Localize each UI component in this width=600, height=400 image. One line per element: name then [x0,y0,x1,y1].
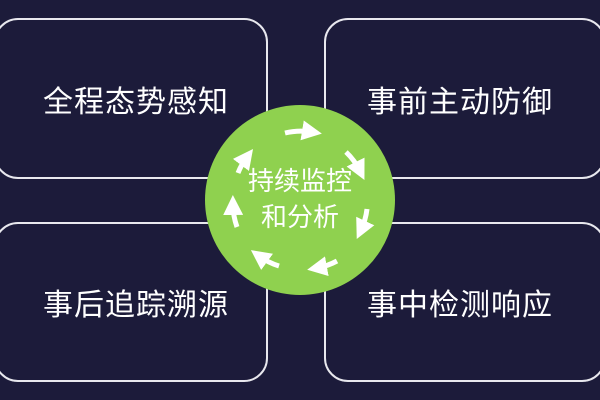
card-traceback: 事后追踪溯源 [0,222,268,382]
card-proactive-defense: 事前主动防御 [324,18,600,179]
hub-label-line2: 和分析 [260,203,339,233]
center-hub: 持续监控 和分析 [205,105,395,295]
hub-label-line1: 持续监控 [247,167,352,197]
card-label: 事后追踪溯源 [43,288,229,323]
card-label: 事中检测响应 [367,288,553,323]
card-label: 事前主动防御 [367,84,553,120]
card-detection-response: 事中检测响应 [324,222,600,382]
cycle-arrows-icon [223,120,375,277]
card-label: 全程态势感知 [43,84,229,120]
card-situational-awareness: 全程态势感知 [0,18,268,179]
